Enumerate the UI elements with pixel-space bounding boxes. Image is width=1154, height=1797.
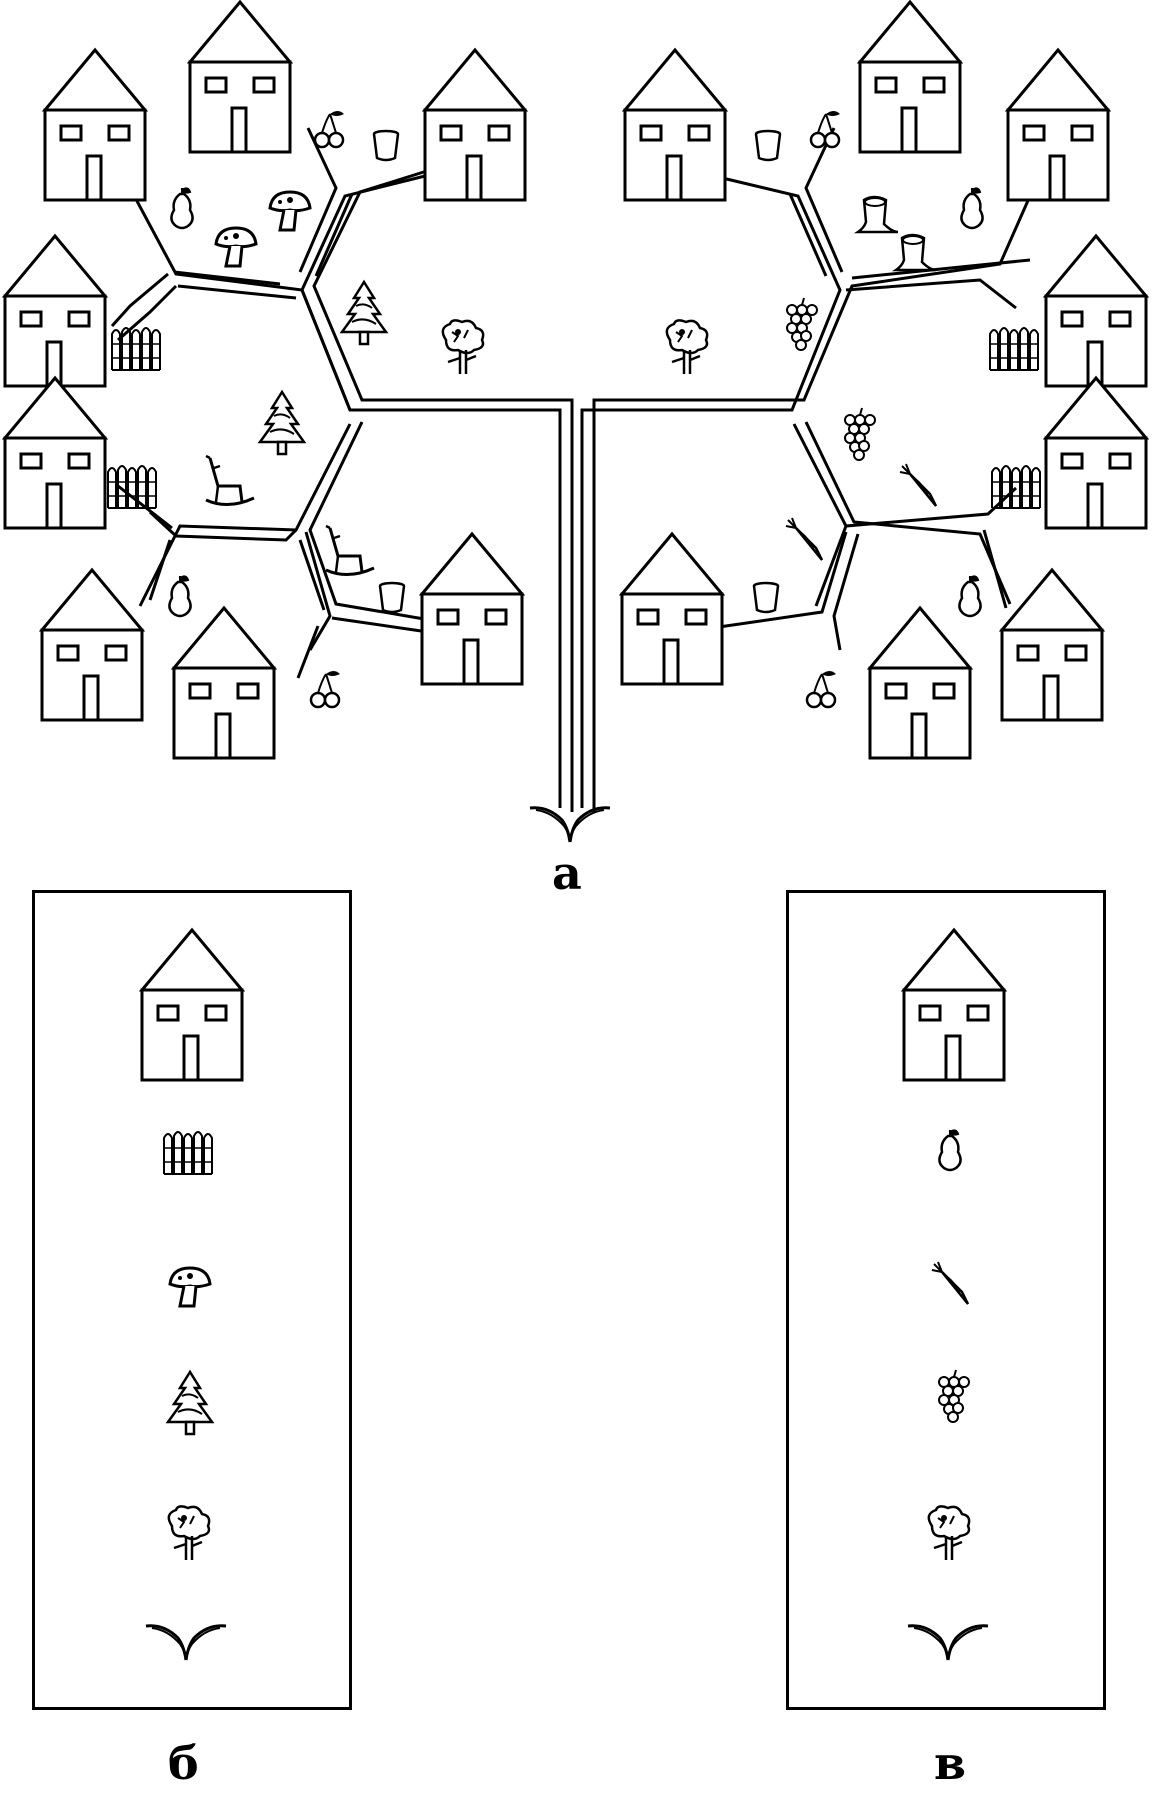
label-a: а <box>552 846 582 900</box>
rocking-chair-icon <box>204 454 256 507</box>
fir-tree-icon <box>258 390 306 456</box>
mushroom-icon <box>214 226 258 268</box>
mushroom-icon <box>268 190 312 232</box>
house-icon <box>172 606 276 760</box>
fence-icon <box>989 327 1039 371</box>
pear-icon <box>168 574 192 618</box>
house-icon <box>420 532 524 686</box>
cherry-icon <box>309 669 342 709</box>
house-icon <box>620 532 724 686</box>
deciduous-tree-icon <box>665 319 709 376</box>
house-icon <box>188 0 292 154</box>
grapes-icon <box>786 297 818 351</box>
carrot-icon <box>898 462 938 508</box>
fence-icon <box>111 327 161 371</box>
cherry-icon <box>805 669 838 709</box>
cherry-icon <box>313 109 346 149</box>
stump-icon <box>856 195 900 234</box>
stump-icon <box>894 233 938 272</box>
house-icon <box>423 48 527 202</box>
cup-icon <box>372 129 400 162</box>
road-network <box>110 127 1032 812</box>
panel-b-frame <box>32 890 352 1710</box>
house-icon <box>1044 376 1148 530</box>
fir-tree-icon <box>340 280 388 346</box>
house-icon <box>3 234 107 388</box>
panel-v-frame <box>786 890 1106 1710</box>
house-icon <box>623 48 727 202</box>
pear-icon <box>958 574 982 618</box>
house-icon <box>1006 48 1110 202</box>
label-b: б <box>168 1736 199 1790</box>
house-icon <box>3 376 107 530</box>
house-icon <box>1044 234 1148 388</box>
fence-icon <box>991 465 1041 509</box>
house-icon <box>1000 568 1104 722</box>
fence-icon <box>107 465 157 509</box>
cup-icon <box>378 581 406 614</box>
label-v: в <box>934 1736 966 1790</box>
cup-icon <box>754 129 782 162</box>
sprout-icon <box>528 806 612 844</box>
carrot-icon <box>784 516 824 562</box>
cherry-icon <box>809 109 842 149</box>
rocking-chair-icon <box>324 524 376 577</box>
pear-icon <box>170 186 194 230</box>
pear-icon <box>960 186 984 230</box>
house-icon <box>868 606 972 760</box>
house-icon <box>43 48 147 202</box>
house-icon <box>40 568 144 722</box>
deciduous-tree-icon <box>441 319 485 376</box>
grapes-icon <box>844 407 876 461</box>
house-icon <box>858 0 962 154</box>
cup-icon <box>752 581 780 614</box>
